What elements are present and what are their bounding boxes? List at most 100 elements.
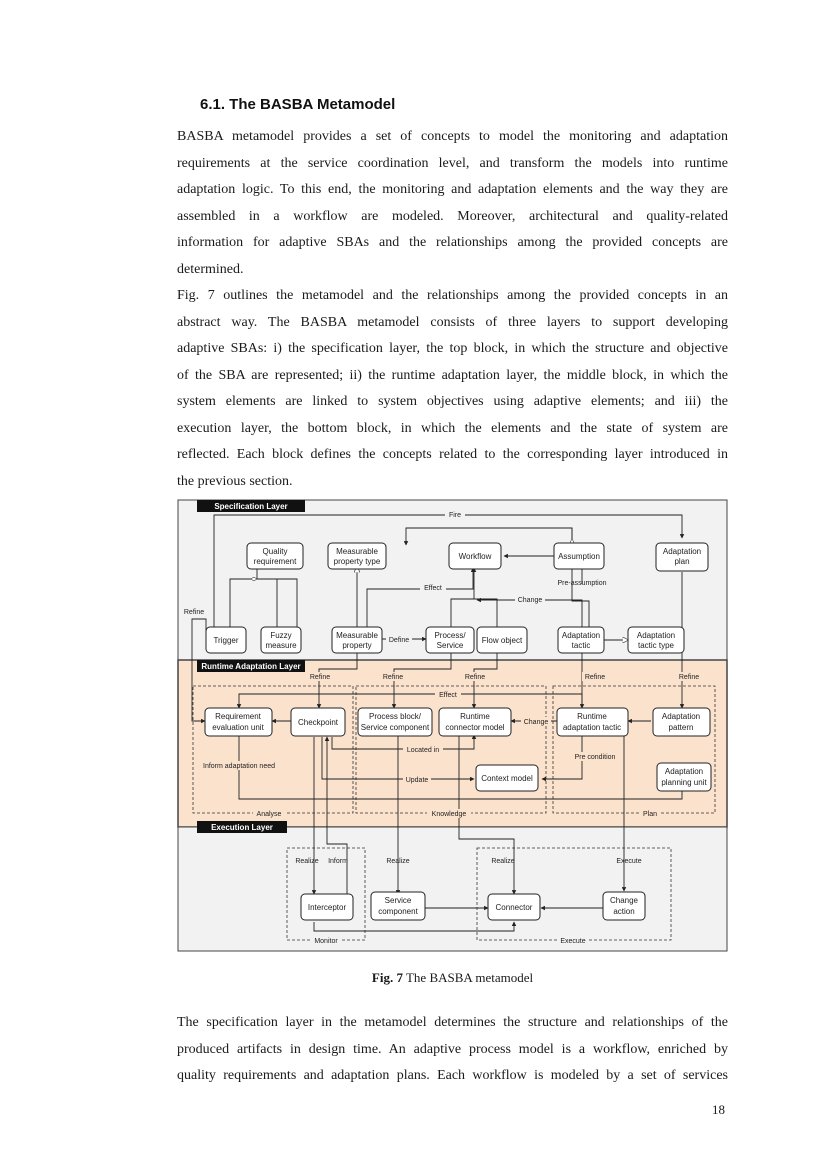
svg-text:Runtime: Runtime — [577, 712, 607, 721]
edge-label-effect: Effect — [439, 692, 457, 699]
caption-text: The BASBA metamodel — [402, 970, 534, 985]
svg-text:Adaptation: Adaptation — [637, 631, 675, 640]
edge-label-execute: Execute — [616, 858, 641, 865]
text-line: requirements at the service coordination… — [177, 155, 728, 171]
text-line: abstract way. The BASBA metamodel consis… — [177, 314, 728, 330]
node-workflow: Workflow — [448, 542, 502, 570]
svg-text:pattern: pattern — [669, 723, 694, 732]
exec-layer-tag — [197, 821, 287, 833]
text-line: of the SBA are represented; ii) the runt… — [177, 367, 728, 383]
edge-label-refine: Refine — [184, 609, 204, 616]
svg-text:Flow object: Flow object — [482, 636, 523, 645]
paragraph-1: BASBA metamodel provides a set of concep… — [177, 124, 728, 283]
node-measurable-property-type: Measurable property type — [327, 542, 387, 570]
node-runtime-connector-model: Runtime connector model — [438, 707, 512, 737]
svg-text:Measurable: Measurable — [336, 547, 378, 556]
edge-label-change: Change — [524, 719, 549, 726]
node-context-model: Context model — [475, 764, 539, 792]
group-label-knowledge: Knowledge — [432, 811, 467, 818]
svg-text:Quality: Quality — [263, 547, 288, 556]
svg-text:requirement: requirement — [254, 557, 297, 566]
text-line: The specification layer in the metamodel… — [177, 1015, 728, 1030]
svg-text:Connector: Connector — [496, 903, 533, 912]
spec-layer-tag — [197, 500, 305, 512]
runtime-layer-label: Runtime Adaptation Layer — [201, 662, 300, 671]
node-service-component: Service component — [370, 891, 426, 921]
svg-text:plan: plan — [674, 557, 689, 566]
svg-text:Workflow: Workflow — [459, 552, 492, 561]
page-number: 18 — [712, 1102, 725, 1117]
node-trigger: Trigger — [205, 626, 247, 654]
node-change-action: Change action — [602, 891, 646, 921]
svg-text:tactic type: tactic type — [638, 641, 675, 650]
svg-text:Adaptation: Adaptation — [663, 547, 701, 556]
text-line: BASBA metamodel provides a set of concep… — [177, 129, 728, 144]
plan-group — [552, 685, 716, 814]
node-adaptation-planning-unit: Adaptation planning unit — [656, 762, 712, 792]
edge-label-refine: Refine — [310, 674, 330, 681]
svg-text:Fuzzy: Fuzzy — [270, 631, 291, 640]
group-label-plan: Plan — [643, 811, 657, 818]
edge-label-fire: Fire — [449, 512, 461, 519]
node-adaptation-tactic-type: Adaptation tactic type — [627, 626, 685, 654]
svg-text:Assumption: Assumption — [558, 552, 600, 561]
svg-text:connector model: connector model — [445, 723, 504, 732]
edge-label-change: Change — [518, 597, 543, 604]
edge-label-refine: Refine — [383, 674, 403, 681]
edge-label-refine: Refine — [679, 674, 699, 681]
edge-label-inform: Inform — [328, 858, 348, 865]
text-line: adaptive SBAs: i) the specification laye… — [177, 341, 728, 356]
edge-label-inform-need: Inform adaptation need — [203, 763, 275, 770]
svg-text:Requirement: Requirement — [215, 712, 262, 721]
node-checkpoint: Checkpoint — [290, 707, 346, 737]
node-process-service: Process/ Service — [425, 626, 475, 654]
node-flow-object: Flow object — [476, 626, 528, 654]
group-label-analyse: Analyse — [257, 811, 282, 818]
edge-label-realize: Realize — [295, 858, 318, 865]
node-runtime-adaptation-tactic: Runtime adaptation tactic — [556, 707, 629, 737]
svg-text:evaluation unit: evaluation unit — [212, 723, 264, 732]
edge-labels: Fire Refine Effect Change Pre-assumption… — [181, 510, 702, 945]
edge-label-refine: Refine — [465, 674, 485, 681]
node-adaptation-plan: Adaptation plan — [655, 542, 709, 572]
metamodel-figure: Specification Layer Runtime Adaptation L… — [177, 499, 728, 952]
svg-text:Adaptation: Adaptation — [665, 767, 703, 776]
node-measurable-property: Measurable property — [331, 626, 383, 654]
exec-layer-label: Execution Layer — [211, 823, 273, 832]
node-process-block: Process block/ Service component — [357, 707, 433, 737]
svg-text:adaptation tactic: adaptation tactic — [563, 723, 621, 732]
svg-text:Adaptation: Adaptation — [662, 712, 700, 721]
svg-text:Measurable: Measurable — [336, 631, 378, 640]
edge-label-update: Update — [406, 777, 429, 784]
execution-layer-block — [177, 826, 728, 952]
text-line: system elements are linked to system obj… — [177, 394, 728, 409]
text-line: the previous section. — [177, 473, 293, 489]
node-connector: Connector — [487, 893, 541, 921]
group-label-monitor: Monitor — [314, 938, 338, 945]
section-heading: 6.1. The BASBA Metamodel — [200, 96, 396, 113]
svg-text:Service: Service — [437, 641, 464, 650]
svg-text:component: component — [378, 907, 418, 916]
text-line: assembled in a workflow are modeled. Mor… — [177, 208, 728, 224]
svg-text:tactic: tactic — [572, 641, 591, 650]
svg-text:property: property — [342, 641, 371, 650]
text-line: reflected. Each block defines the concep… — [177, 447, 728, 462]
spec-layer-label: Specification Layer — [214, 502, 287, 511]
edge-label-define: Define — [389, 637, 409, 644]
edge-label-realize: Realize — [491, 858, 514, 865]
text-line: adaptation logic. To this end, the monit… — [177, 182, 728, 197]
runtime-layer-block — [177, 659, 728, 828]
svg-text:Interceptor: Interceptor — [308, 903, 347, 912]
text-line: information for adaptive SBAs and the re… — [177, 235, 728, 250]
svg-text:action: action — [613, 907, 634, 916]
text-line: Fig. 7 outlines the metamodel and the re… — [177, 288, 728, 303]
edge-label-pre-assumption: Pre-assumption — [557, 580, 606, 587]
svg-text:measure: measure — [265, 641, 297, 650]
svg-text:Checkpoint: Checkpoint — [298, 718, 339, 727]
svg-text:property type: property type — [334, 557, 381, 566]
svg-text:Adaptation: Adaptation — [562, 631, 600, 640]
runtime-layer-tag — [197, 660, 305, 672]
edge-label-located-in: Located in — [407, 747, 439, 754]
svg-text:planning unit: planning unit — [661, 778, 707, 787]
node-requirement-evaluation-unit: Requirement evaluation unit — [204, 707, 273, 737]
